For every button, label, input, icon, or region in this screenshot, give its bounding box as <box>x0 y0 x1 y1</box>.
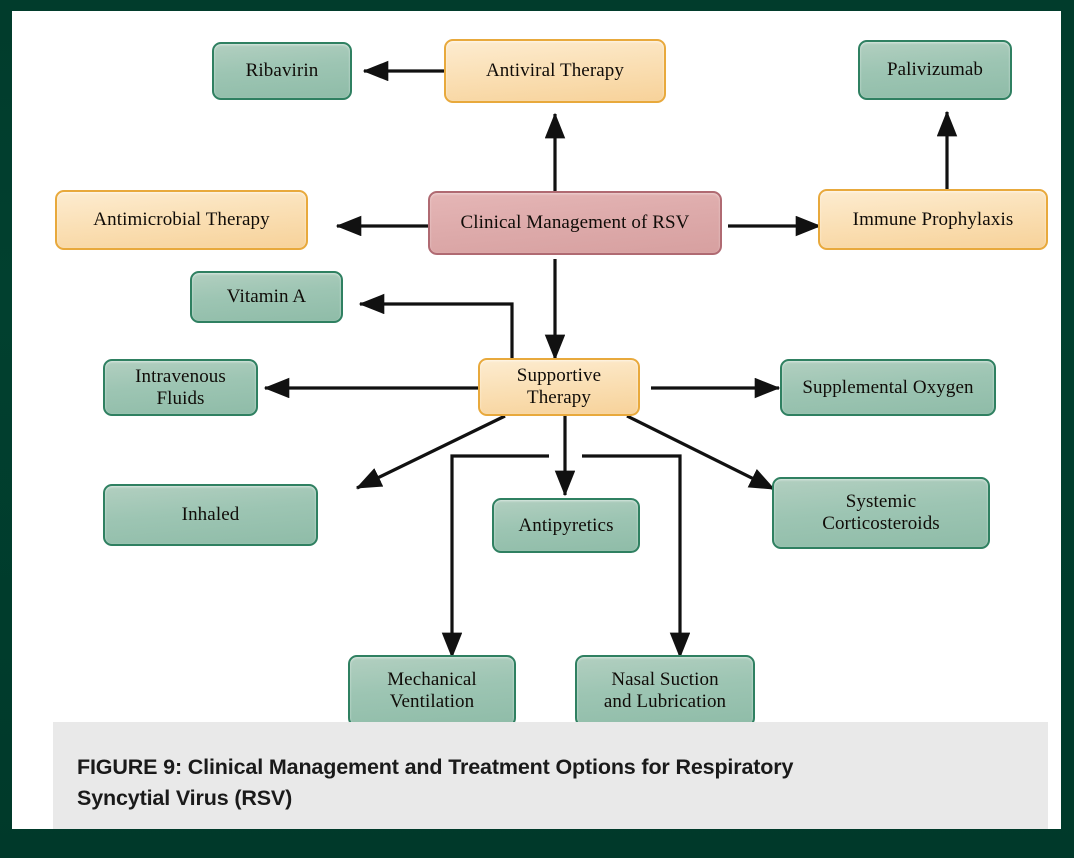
node-label: Antipyretics <box>518 514 614 536</box>
arrow-layer <box>263 60 958 659</box>
node-label: Supportive Therapy <box>516 365 602 408</box>
node-label: Antiviral Therapy <box>485 60 624 82</box>
node-ribavirin[interactable]: Ribavirin <box>212 42 352 100</box>
node-label: Antimicrobial Therapy <box>93 209 270 231</box>
node-label: Clinical Management of RSV <box>460 212 690 234</box>
node-label-line2: Corticosteroids <box>822 513 940 534</box>
node-immune-prophylaxis[interactable]: Immune Prophylaxis <box>818 189 1048 250</box>
figure-caption: FIGURE 9: Clinical Management and Treatm… <box>53 722 1048 829</box>
node-label: Ribavirin <box>245 60 319 82</box>
edge-supportive-to-systemic-corticosteroids <box>626 414 776 491</box>
node-mechanical-ventilation[interactable]: Mechanical Ventilation <box>348 655 516 727</box>
node-label: Vitamin A <box>226 286 307 308</box>
edge-supportive-to-vitamin-a <box>358 293 514 363</box>
node-label: Inhaled <box>181 504 240 526</box>
node-supplemental-oxygen[interactable]: Supplemental Oxygen <box>780 359 996 416</box>
node-label-line1: Nasal Suction <box>611 669 719 691</box>
node-intravenous-fluids[interactable]: Intravenous Fluids <box>103 359 258 416</box>
node-nasal-suction-and-lubrication[interactable]: Nasal Suction and Lubrication <box>575 655 755 727</box>
node-label-line2: Ventilation <box>389 691 475 712</box>
edge-supportive-to-mechanical-ventilation <box>441 454 549 659</box>
node-label: Supplemental Oxygen <box>802 376 974 398</box>
diagram-canvas: Ribavirin Antiviral Therapy Palivizumab … <box>12 11 1061 829</box>
node-antipyretics[interactable]: Antipyretics <box>492 498 640 553</box>
node-label-line2: and Lubrication <box>603 691 727 712</box>
node-label: Intravenous Fluids <box>135 365 226 409</box>
node-clinical-management-root[interactable]: Clinical Management of RSV <box>428 191 722 255</box>
caption-line-2: Syncytial Virus (RSV) <box>77 786 293 810</box>
node-label-line1: Systemic <box>845 491 917 513</box>
node-inhaled[interactable]: Inhaled <box>103 484 318 546</box>
node-antiviral-therapy[interactable]: Antiviral Therapy <box>444 39 666 103</box>
edge-supportive-to-inhaled <box>355 414 506 490</box>
node-label: Palivizumab <box>886 59 984 81</box>
node-systemic-corticosteroids[interactable]: Systemic Corticosteroids <box>772 477 990 549</box>
node-vitamin-a[interactable]: Vitamin A <box>190 271 343 323</box>
node-label: Immune Prophylaxis <box>852 208 1014 230</box>
edge-supportive-to-nasal-suction <box>582 454 691 659</box>
node-supportive-therapy[interactable]: Supportive Therapy <box>478 358 640 416</box>
caption-line-1: FIGURE 9: Clinical Management and Treatm… <box>77 755 794 779</box>
node-palivizumab[interactable]: Palivizumab <box>858 40 1012 100</box>
node-label-line1: Mechanical <box>387 669 477 691</box>
node-antimicrobial-therapy[interactable]: Antimicrobial Therapy <box>55 190 308 250</box>
